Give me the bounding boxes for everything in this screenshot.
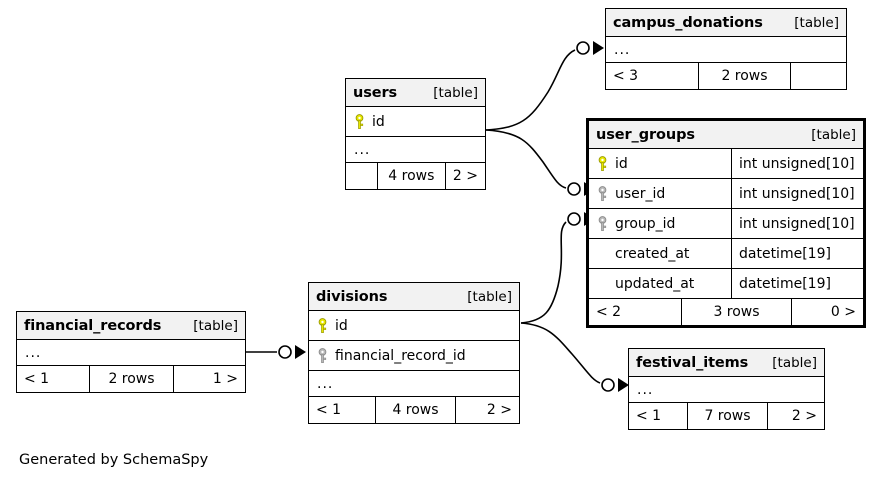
footer-row-count: 4 rows — [375, 397, 455, 423]
footer-parents-count: < 1 — [636, 408, 662, 424]
footer-parents-count: < 1 — [316, 402, 342, 418]
table-tag-users: [table] — [433, 84, 478, 101]
primary-key-icon — [597, 155, 608, 172]
footer-children-count: 2 > — [444, 163, 485, 189]
table-divisions[interactable]: divisions [table] id — [308, 282, 520, 424]
foreign-key-icon — [597, 185, 608, 202]
table-ellipsis-festival-items: ... — [629, 377, 824, 403]
table-header-campus-donations: campus_donations [table] — [606, 9, 846, 37]
column-label: financial_record_id — [335, 347, 466, 364]
column-name-id: id — [589, 149, 731, 178]
column-label: id — [615, 155, 628, 172]
column-name-id: id — [346, 107, 485, 136]
column-label: id — [335, 317, 348, 334]
column-label: id — [372, 113, 385, 130]
footer-parents-count: < 1 — [24, 371, 50, 387]
table-tag-user-groups: [table] — [811, 126, 856, 143]
table-users[interactable]: users [table] id ... 4 rows 2 > — [345, 78, 486, 190]
footer-parents-count — [346, 163, 377, 189]
table-header-financial-records: financial_records [table] — [17, 312, 245, 340]
table-ellipsis-users: ... — [346, 137, 485, 163]
table-user-groups[interactable]: user_groups [table] id int unsigned[10] — [586, 118, 866, 328]
foreign-key-icon — [597, 215, 608, 232]
column-row-user-groups-id: id int unsigned[10] — [589, 149, 863, 179]
table-footer-campus-donations: < 3 2 rows — [606, 63, 846, 89]
column-name-group-id: group_id — [589, 209, 731, 238]
column-name-user-id: user_id — [589, 179, 731, 208]
table-footer-financial-records: < 1 2 rows 1 > — [17, 366, 245, 392]
footer-children-count: 2 > — [767, 403, 824, 429]
column-name-id: id — [309, 311, 519, 340]
table-campus-donations[interactable]: campus_donations [table] ... < 3 2 rows — [605, 8, 847, 90]
column-name-created-at: created_at — [589, 239, 731, 268]
column-name-updated-at: updated_at — [589, 269, 731, 298]
foreign-key-icon — [317, 347, 328, 364]
footer-row-count: 2 rows — [89, 366, 173, 392]
column-row-divisions-id: id — [309, 311, 519, 341]
table-header-festival-items: festival_items [table] — [629, 349, 824, 377]
footer-row-count: 2 rows — [698, 63, 790, 89]
column-row-divisions-financial-record-id: financial_record_id — [309, 341, 519, 371]
column-label: created_at — [615, 245, 690, 262]
column-row-user-groups-created-at: created_at datetime[19] — [589, 239, 863, 269]
table-header-users: users [table] — [346, 79, 485, 107]
footer-row-count: 4 rows — [376, 163, 445, 189]
table-name-festival-items: festival_items — [636, 354, 749, 371]
column-type: datetime[19] — [731, 239, 863, 268]
table-tag-financial-records: [table] — [193, 317, 238, 334]
column-type: int unsigned[10] — [731, 179, 863, 208]
primary-key-icon — [317, 317, 328, 334]
table-ellipsis-campus-donations: ... — [606, 37, 846, 63]
column-type: int unsigned[10] — [731, 149, 863, 178]
footer-children-count: 1 > — [173, 366, 245, 392]
footer-parents-count: < 3 — [613, 68, 639, 84]
table-ellipsis-divisions: ... — [309, 371, 519, 397]
column-label: group_id — [615, 215, 676, 232]
footer-row-count: 7 rows — [687, 403, 767, 429]
edge-divisions-festival-items — [520, 322, 629, 392]
column-row-user-groups-user-id: user_id int unsigned[10] — [589, 179, 863, 209]
primary-key-icon — [354, 113, 365, 130]
table-name-user-groups: user_groups — [596, 126, 695, 143]
edge-users-campus-donations — [485, 41, 604, 131]
table-tag-divisions: [table] — [467, 288, 512, 305]
column-label: user_id — [615, 185, 666, 202]
table-footer-festival-items: < 1 7 rows 2 > — [629, 403, 824, 429]
column-row-user-groups-group-id: group_id int unsigned[10] — [589, 209, 863, 239]
table-header-user-groups: user_groups [table] — [589, 121, 863, 149]
table-financial-records[interactable]: financial_records [table] ... < 1 2 rows… — [16, 311, 246, 393]
table-ellipsis-financial-records: ... — [17, 340, 245, 366]
column-label: updated_at — [615, 275, 695, 292]
table-name-divisions: divisions — [316, 288, 388, 305]
column-name-financial-record-id: financial_record_id — [309, 341, 519, 370]
footer-parents-count: < 2 — [596, 304, 622, 320]
table-name-financial-records: financial_records — [24, 317, 162, 334]
footer-children-count: 2 > — [455, 397, 519, 423]
table-tag-festival-items: [table] — [772, 354, 817, 371]
table-footer-user-groups: < 2 3 rows 0 > — [589, 299, 863, 325]
footer-row-count: 3 rows — [681, 299, 791, 325]
column-row-user-groups-updated-at: updated_at datetime[19] — [589, 269, 863, 299]
edge-financial-records-divisions — [246, 345, 306, 359]
column-type: int unsigned[10] — [731, 209, 863, 238]
table-footer-divisions: < 1 4 rows 2 > — [309, 397, 519, 423]
footer-children-count: 0 > — [791, 299, 863, 325]
edge-divisions-user-groups — [520, 212, 595, 324]
table-tag-campus-donations: [table] — [794, 14, 839, 31]
table-festival-items[interactable]: festival_items [table] ... < 1 7 rows 2 … — [628, 348, 825, 430]
column-row-users-id: id — [346, 107, 485, 137]
generated-by-caption: Generated by SchemaSpy — [19, 452, 209, 468]
table-name-users: users — [353, 84, 398, 101]
table-footer-users: 4 rows 2 > — [346, 163, 485, 189]
footer-children-count — [790, 63, 846, 89]
column-type: datetime[19] — [731, 269, 863, 298]
table-name-campus-donations: campus_donations — [613, 14, 763, 31]
edge-users-user-groups — [485, 129, 595, 196]
table-header-divisions: divisions [table] — [309, 283, 519, 311]
